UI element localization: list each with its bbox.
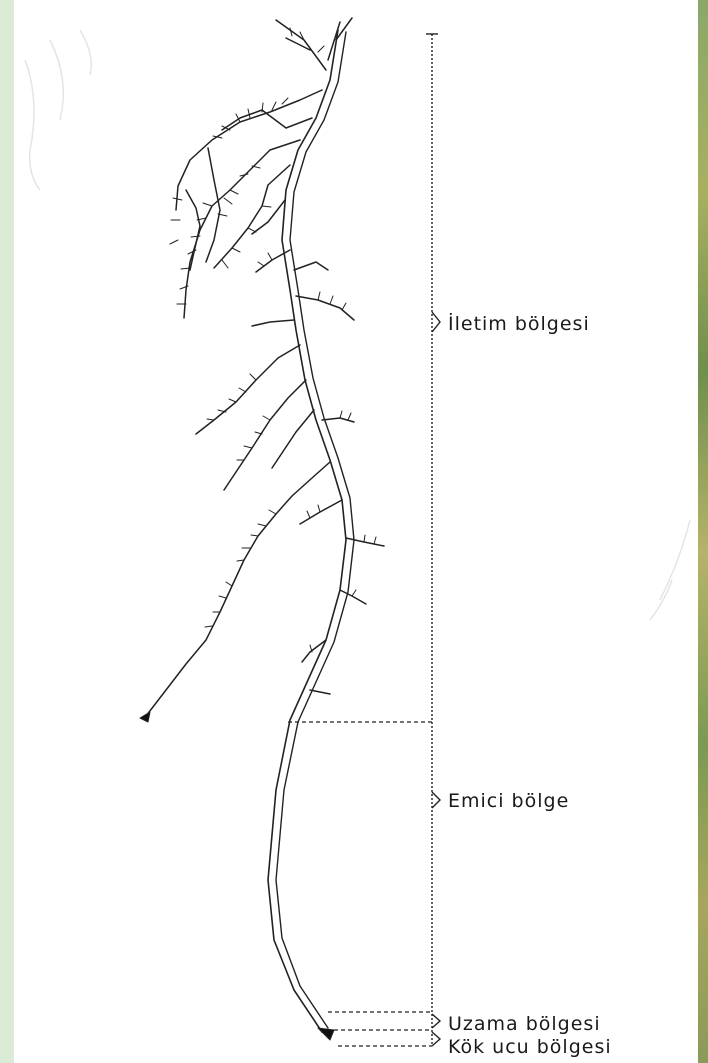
label-absorption-zone: Emici bölge — [448, 790, 569, 812]
arrow-root-tip — [432, 1032, 440, 1046]
middle-root-hairs — [205, 253, 376, 652]
upper-lateral-roots — [176, 18, 352, 318]
faint-background-sketch — [25, 30, 690, 620]
label-elongation-zone: Uzama bölgesi — [448, 1013, 601, 1035]
root-tip — [318, 1028, 334, 1040]
label-conduction-zone: İletim bölgesi — [448, 312, 590, 335]
bracket-arrows — [432, 312, 440, 1046]
root-illustration — [140, 18, 384, 1040]
main-root-outline-left — [268, 30, 346, 1032]
zone-bracket — [426, 34, 438, 1044]
arrow-elongation — [432, 1014, 440, 1028]
zone-boundaries — [288, 722, 432, 1046]
arrow-conduction — [432, 312, 440, 332]
arrow-absorption — [432, 792, 440, 808]
lateral-root-tip — [140, 712, 150, 722]
middle-lateral-roots — [146, 250, 384, 716]
main-root-outline-right — [276, 32, 354, 1028]
label-root-tip-zone: Kök ucu bölgesi — [448, 1036, 612, 1058]
upper-root-hairs — [170, 28, 324, 304]
